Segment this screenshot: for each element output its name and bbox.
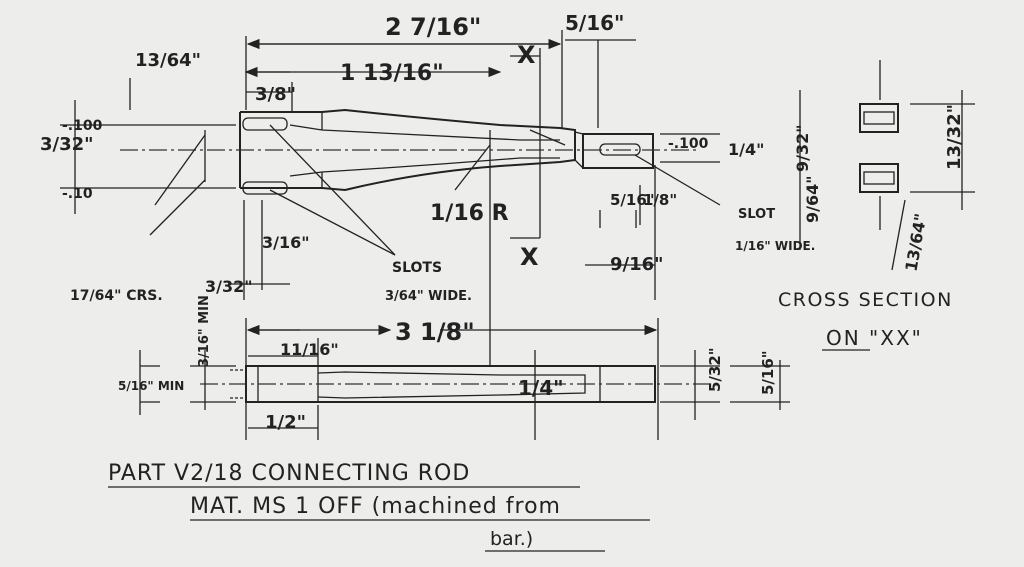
tol-10-bottom: -.10 (62, 186, 93, 202)
note-slots: SLOTS (392, 260, 442, 276)
top-dimensions (244, 30, 636, 128)
dim-1-8: 1/8" (643, 191, 677, 209)
dim-9-64: 9/64" (803, 175, 822, 223)
dim-3-32-left: 3/32" (40, 134, 94, 155)
dim-inner: 1 13/16" (340, 61, 444, 86)
dim-1-4: 1/4" (728, 140, 764, 159)
title-line-3: bar.) (490, 528, 533, 550)
dim-5-16-left: 5/16" MIN (118, 379, 184, 393)
cross-section-xx (859, 60, 975, 271)
dim-5-16: 5/16" (610, 191, 655, 209)
cross-section-label2: ON "XX" (826, 326, 923, 350)
note-slot-right-size: 1/16" WIDE. (735, 239, 815, 253)
section-line-xx: X X (510, 41, 566, 271)
dim-overall-bottom: 3 1/8" (395, 318, 475, 346)
title-line-2: MAT. MS 1 OFF (machined from (190, 494, 561, 519)
section-mark-bottom: X (520, 243, 539, 271)
dim-right-end: 5/16" (565, 11, 624, 35)
dim-radius: 1/16 R (430, 201, 509, 226)
dim-9-32: 9/32" (793, 124, 812, 172)
section-mark-top: X (517, 41, 536, 69)
dim-3-16: 3/16" (262, 233, 310, 252)
dim-lines-left-lower (228, 200, 290, 300)
dim-13-64-right: 13/64" (902, 212, 931, 273)
dim-11-16: 11/16" (280, 340, 339, 359)
dim-13-32: 13/32" (944, 104, 965, 170)
elevation-view (200, 365, 710, 403)
tol-100-right: -.100 (668, 136, 709, 152)
dim-5-32: 5/32" (706, 347, 724, 392)
plan-view (120, 108, 700, 195)
dim-1-4-side: 1/4" (518, 376, 564, 400)
elevation-dimensions (139, 130, 790, 440)
dim-3-32-bottom: 3/32" (205, 277, 253, 296)
note-slot-right: SLOT (738, 207, 775, 222)
title-line-1: PART V2/18 CONNECTING ROD (108, 461, 470, 486)
dim-3-8: 3/8" (255, 84, 296, 105)
dim-9-16: 9/16" (610, 254, 664, 275)
dim-13-64: 13/64" (135, 50, 201, 71)
dim-5-16-side: 5/16" (759, 350, 777, 395)
leader-lines (269, 124, 721, 256)
cross-section-label: CROSS SECTION (778, 289, 953, 311)
note-slots-size: 3/64" WIDE. (385, 289, 472, 304)
dim-overall-top: 2 7/16" (385, 13, 481, 41)
tol-100-top: -.100 (62, 118, 103, 134)
right-dimensions (585, 90, 801, 300)
note-crs: 17/64" CRS. (70, 288, 163, 304)
dim-1-2: 1/2" (265, 412, 306, 433)
title-block: PART V2/18 CONNECTING ROD MAT. MS 1 OFF … (108, 461, 650, 552)
dim-min-3-16: 3/16" MIN (197, 295, 212, 367)
left-dimensions (60, 78, 236, 236)
